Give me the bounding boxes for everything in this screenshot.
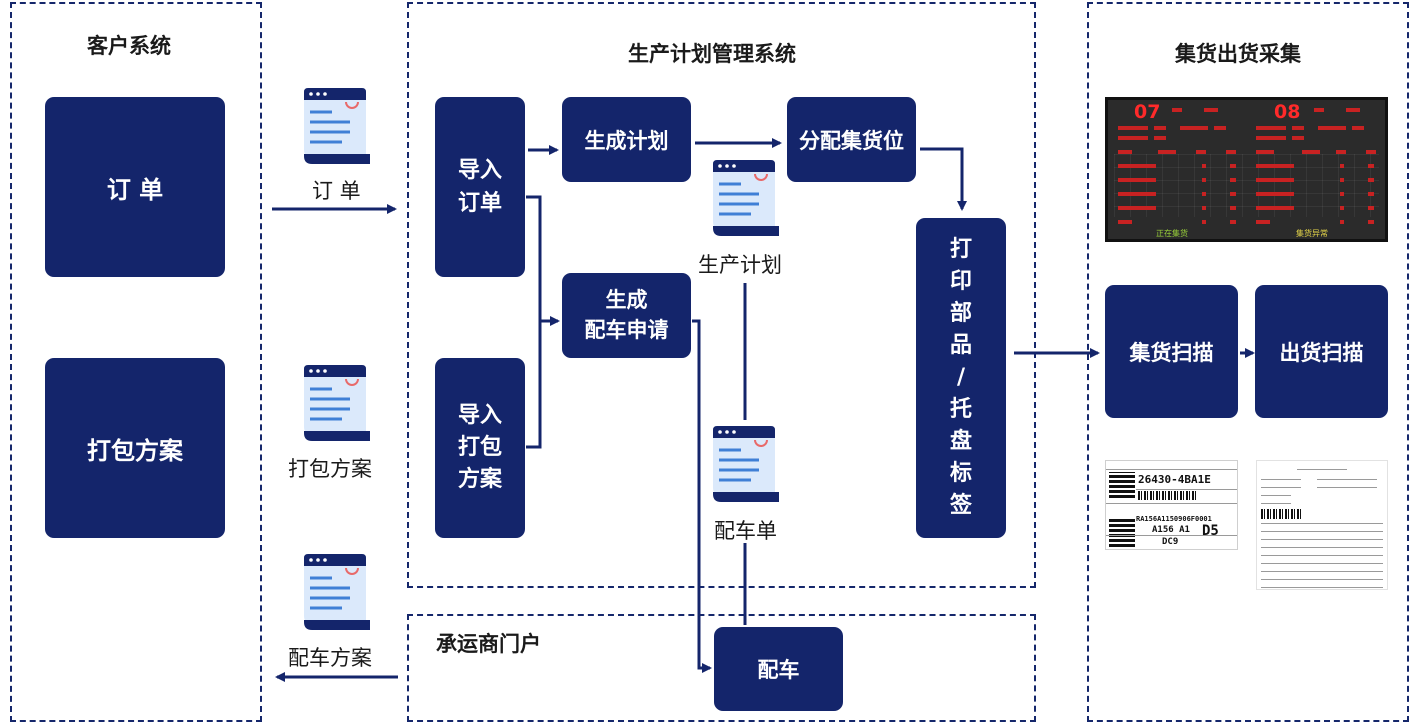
order-doc-label: 订 单	[312, 179, 361, 203]
led-number-right: 08	[1274, 101, 1301, 123]
order-box[interactable]: 订 单	[45, 97, 225, 277]
packing-plan-box-label: 打包方案	[87, 436, 183, 465]
arrow-vehicle-request-to-vehicle	[692, 319, 712, 673]
shipping-collection-title: 集货出货采集	[1175, 42, 1301, 66]
led-row	[1118, 150, 1376, 156]
shipping-document-image	[1256, 460, 1388, 590]
vehicle-plan-doc-label: 配车方案	[288, 646, 372, 670]
import-order-line-2: 订单	[457, 191, 502, 216]
led-row	[1118, 126, 1375, 132]
production-plan-doc-label: 生产计划	[698, 253, 782, 277]
label-dock: D5	[1202, 523, 1219, 539]
led-status-left: 正在集货	[1156, 229, 1188, 238]
led-number-left: 07	[1134, 101, 1161, 123]
shipping-collection-group	[1087, 2, 1409, 722]
print-label-char-2: 印	[949, 269, 972, 295]
order-box-label: 订 单	[106, 175, 164, 204]
document-icon	[304, 554, 370, 630]
vehicle-box-label: 配车	[757, 658, 800, 682]
led-status-right: 集货异常	[1296, 229, 1328, 238]
print-label-char-7: 盘	[949, 428, 972, 454]
led-row	[1118, 108, 1375, 114]
document-icon	[304, 88, 370, 164]
document-icon	[713, 426, 779, 502]
import-packing-line-2: 打包	[457, 435, 502, 461]
generate-plan-label: 生成计划	[584, 128, 669, 153]
label-code: RA156A1150906F0001	[1136, 515, 1212, 523]
import-packing-line-3: 方案	[457, 466, 502, 492]
production-plan-group	[407, 2, 1036, 588]
packing-plan-box[interactable]: 打包方案	[45, 358, 225, 538]
part-label-image: 26430-4BA1E RA156A1150906F0001 A156 A1 D…	[1105, 460, 1238, 550]
barcode	[1261, 509, 1301, 519]
label-model: A156 A1	[1152, 525, 1190, 535]
allocate-slot-label: 分配集货位	[799, 128, 904, 153]
production-plan-title: 生产计划管理系统	[628, 42, 796, 66]
print-label-char-3: 部	[949, 301, 972, 327]
led-display-board: 07 08 正在集货 集货异常	[1105, 97, 1388, 242]
led-row	[1118, 192, 1375, 198]
print-label-box[interactable]: 打 印 部 品 / 托 盘 标 签	[916, 218, 1006, 538]
led-board-grid	[1114, 154, 1379, 217]
document-icon	[713, 160, 779, 236]
generate-vehicle-request-box[interactable]: 生成 配车申请	[562, 273, 691, 358]
barcode	[1138, 491, 1198, 500]
carrier-portal-group	[407, 614, 1036, 722]
vehicle-box[interactable]: 配车	[714, 627, 843, 711]
led-row	[1118, 164, 1375, 170]
print-label-char-4: 品	[949, 333, 972, 359]
customer-system-group	[10, 2, 262, 722]
print-label-char-8: 标	[949, 460, 972, 486]
customer-system-title: 客户系统	[87, 34, 171, 58]
import-packing-box[interactable]: 导入 打包 方案	[435, 358, 525, 538]
arrow-allocate-to-print	[920, 147, 967, 211]
collect-scan-label: 集货扫描	[1129, 340, 1214, 365]
print-label-char-6: 托	[949, 396, 972, 422]
label-part-number: 26430-4BA1E	[1138, 473, 1211, 486]
led-row	[1118, 136, 1375, 142]
collect-scan-box[interactable]: 集货扫描	[1105, 285, 1238, 418]
packing-plan-doc-label: 打包方案	[288, 457, 372, 481]
print-label-char-9: 签	[949, 492, 972, 518]
print-label-char-5: /	[956, 365, 966, 391]
generate-plan-box[interactable]: 生成计划	[562, 97, 691, 182]
carrier-portal-title: 承运商门户	[436, 632, 541, 656]
qr-code	[1109, 517, 1135, 547]
line-import-order-bracket	[526, 195, 542, 449]
label-dc: DC9	[1162, 537, 1179, 547]
ship-scan-box[interactable]: 出货扫描	[1255, 285, 1388, 418]
generate-vehicle-line-1: 生成	[605, 288, 648, 313]
import-order-box[interactable]: 导入 订单	[435, 97, 525, 277]
print-label-char-1: 打	[949, 237, 972, 263]
vehicle-sheet-doc-label: 配车单	[714, 519, 777, 543]
generate-vehicle-line-2: 配车申请	[584, 317, 669, 342]
document-icon	[304, 365, 370, 441]
qr-code	[1109, 472, 1135, 498]
led-row	[1118, 206, 1375, 212]
led-row	[1118, 178, 1375, 184]
import-order-line-1: 导入	[457, 158, 502, 183]
allocate-slot-box[interactable]: 分配集货位	[787, 97, 916, 182]
led-row	[1118, 220, 1375, 226]
ship-scan-label: 出货扫描	[1279, 340, 1364, 365]
import-packing-line-1: 导入	[457, 403, 502, 429]
